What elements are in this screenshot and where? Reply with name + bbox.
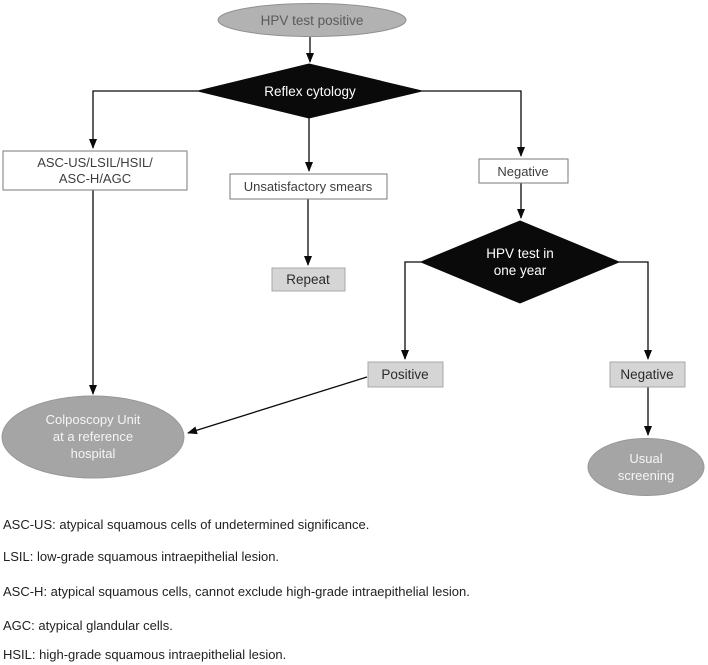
node-unsatisfactory-smears: Unsatisfactory smears [229, 173, 388, 200]
abnormal-label-line2: ASC-H/AGC [59, 171, 131, 186]
reflex-diamond-shape [197, 63, 423, 119]
node-colposcopy-unit: Colposcopy Unit at a reference hospital [1, 395, 185, 479]
node-repeat: Repeat [271, 267, 346, 292]
usual-screening-ellipse-shape [587, 438, 705, 496]
connector-positive-to-colposcopy [187, 376, 368, 435]
colposcopy-ellipse-shape [1, 395, 185, 479]
node-positive-result: Positive [367, 361, 444, 388]
node-negative-result: Negative [609, 361, 686, 388]
legend-line-agc: AGC: atypical glandular cells. [3, 618, 173, 633]
legend-line-lsil: LSIL: low-grade squamous intraepithelial… [3, 549, 280, 564]
hpv-one-year-label-line2: one year [494, 263, 547, 278]
colposcopy-label-line2: at a reference [53, 429, 133, 444]
node-reflex-cytology: Reflex cytology [197, 63, 423, 119]
usual-screening-label-line1: Usual [629, 451, 662, 466]
legend-line-asc-us: ASC-US: atypical squamous cells of undet… [3, 517, 370, 532]
negative-cytology-box-shape [478, 158, 569, 184]
negative-result-box-shape [609, 361, 686, 388]
node-hpv-test-positive: HPV test positive [217, 3, 407, 37]
node-abnormal-cytology: ASC-US/LSIL/HSIL/ ASC-H/AGC [2, 150, 188, 191]
usual-screening-label-line2: screening [618, 468, 674, 483]
reflex-label: Reflex cytology [264, 84, 356, 99]
colposcopy-label-line1: Colposcopy Unit [46, 412, 141, 427]
unsatisfactory-label: Unsatisfactory smears [244, 179, 373, 194]
flowchart-svg: HPV test positive Reflex cytology ASC-US… [1, 3, 705, 496]
hpv-one-year-label-line1: HPV test in [486, 246, 554, 261]
connector-hpv-one-year-to-positive [401, 261, 421, 360]
abnormal-box-shape [2, 150, 188, 191]
negative-cytology-label: Negative [497, 164, 548, 179]
repeat-label: Repeat [286, 272, 330, 287]
connector-reflex-to-negative [422, 90, 525, 157]
abnormal-label-line1: ASC-US/LSIL/HSIL/ [37, 155, 153, 170]
start-label: HPV test positive [261, 13, 364, 28]
connector-reflex-to-abnormal [89, 90, 198, 149]
negative-result-label: Negative [620, 367, 673, 382]
legend-line-asc-h: ASC-H: atypical squamous cells, cannot e… [3, 584, 470, 599]
legend-line-hsil: HSIL: high-grade squamous intraepithelia… [3, 647, 287, 662]
node-hpv-test-one-year: HPV test in one year [419, 220, 621, 304]
repeat-box-shape [271, 267, 346, 292]
unsatisfactory-box-shape [229, 173, 388, 200]
node-negative-cytology: Negative [478, 158, 569, 184]
hpv-one-year-diamond-shape [419, 220, 621, 304]
positive-box-shape [367, 361, 444, 388]
node-usual-screening: Usual screening [587, 438, 705, 496]
colposcopy-label-line3: hospital [71, 446, 116, 461]
connector-hpv-one-year-to-negative [619, 261, 652, 360]
start-ellipse-shape [217, 3, 407, 37]
positive-label: Positive [381, 367, 428, 382]
